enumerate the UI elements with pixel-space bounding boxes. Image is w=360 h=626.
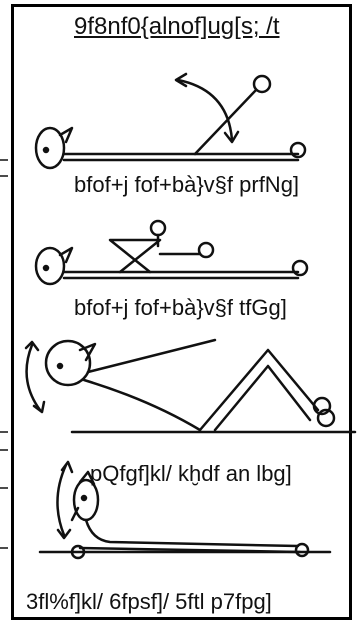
figure-2-side-foot [197, 241, 215, 259]
figure-2-eye [42, 264, 50, 272]
figure-1-motion-arc [176, 78, 234, 142]
figure-4-body-lower [78, 546, 302, 554]
figure-1-raised-foot [252, 74, 272, 94]
figure-3-knee-back [316, 408, 336, 428]
figure-4-arm [70, 506, 80, 522]
figure-1-arrow-tail [174, 72, 188, 88]
figure-4-foot [294, 542, 310, 558]
figure-2-hair [58, 246, 74, 264]
figure-3-bent-legs-inner [213, 364, 312, 432]
exercise-caption-2: bfof+j fof+bà}v§f tfGg] [74, 295, 287, 320]
margin-marks [0, 159, 8, 549]
figure-3-bent-legs-outer [198, 348, 320, 432]
figure-4-arrow-top [60, 460, 74, 474]
figure-4-eye [80, 494, 88, 502]
figure-3-hair [78, 342, 97, 362]
figure-4-body [84, 518, 300, 548]
figure-1-foot [289, 141, 307, 159]
figure-3-upper-body [82, 378, 202, 432]
figure-crunch [24, 338, 357, 434]
exercise-caption-1: bfof+j fof+bà}v§f prfNg] [74, 172, 300, 197]
exercise-caption-4: 3fl%f]kl/ 6fpsf]/ 5ftl p7fpg] [26, 589, 272, 614]
figure-3-arrow-bottom [32, 400, 46, 414]
figure-4-motion-arc [56, 463, 68, 537]
figure-leg-raise [34, 72, 307, 170]
figure-4-arrow-bottom [56, 528, 72, 540]
figure-1-eye [42, 146, 50, 154]
figure-1-arrow-tip [223, 130, 240, 144]
figure-2-upper-knee [149, 219, 167, 237]
figure-3-motion-arc [25, 343, 42, 412]
figure-3-torso [86, 338, 217, 374]
page-frame [11, 4, 352, 620]
figure-1-head [34, 126, 66, 170]
figure-2-head [34, 246, 66, 286]
figure-chest-lift [38, 460, 332, 560]
figure-3-knee-front [312, 396, 332, 416]
figure-4-hand [70, 544, 86, 560]
exercise-caption-3: pQfgf]kl/ kḫdf an lbg] [90, 461, 292, 486]
figure-1-raised-leg [193, 88, 258, 156]
figure-3-arrow-top [24, 340, 40, 352]
figure-2-foot [291, 259, 309, 277]
page-title: 9f8nf0{alnof]ug[s; /t [74, 13, 280, 40]
figure-1-hair [58, 126, 74, 144]
figure-2-spread-legs [108, 238, 162, 274]
figure-leg-spread [34, 219, 309, 286]
figure-3-eye [56, 362, 64, 370]
figure-3-head [44, 339, 92, 387]
figure-4-hair [78, 470, 96, 486]
